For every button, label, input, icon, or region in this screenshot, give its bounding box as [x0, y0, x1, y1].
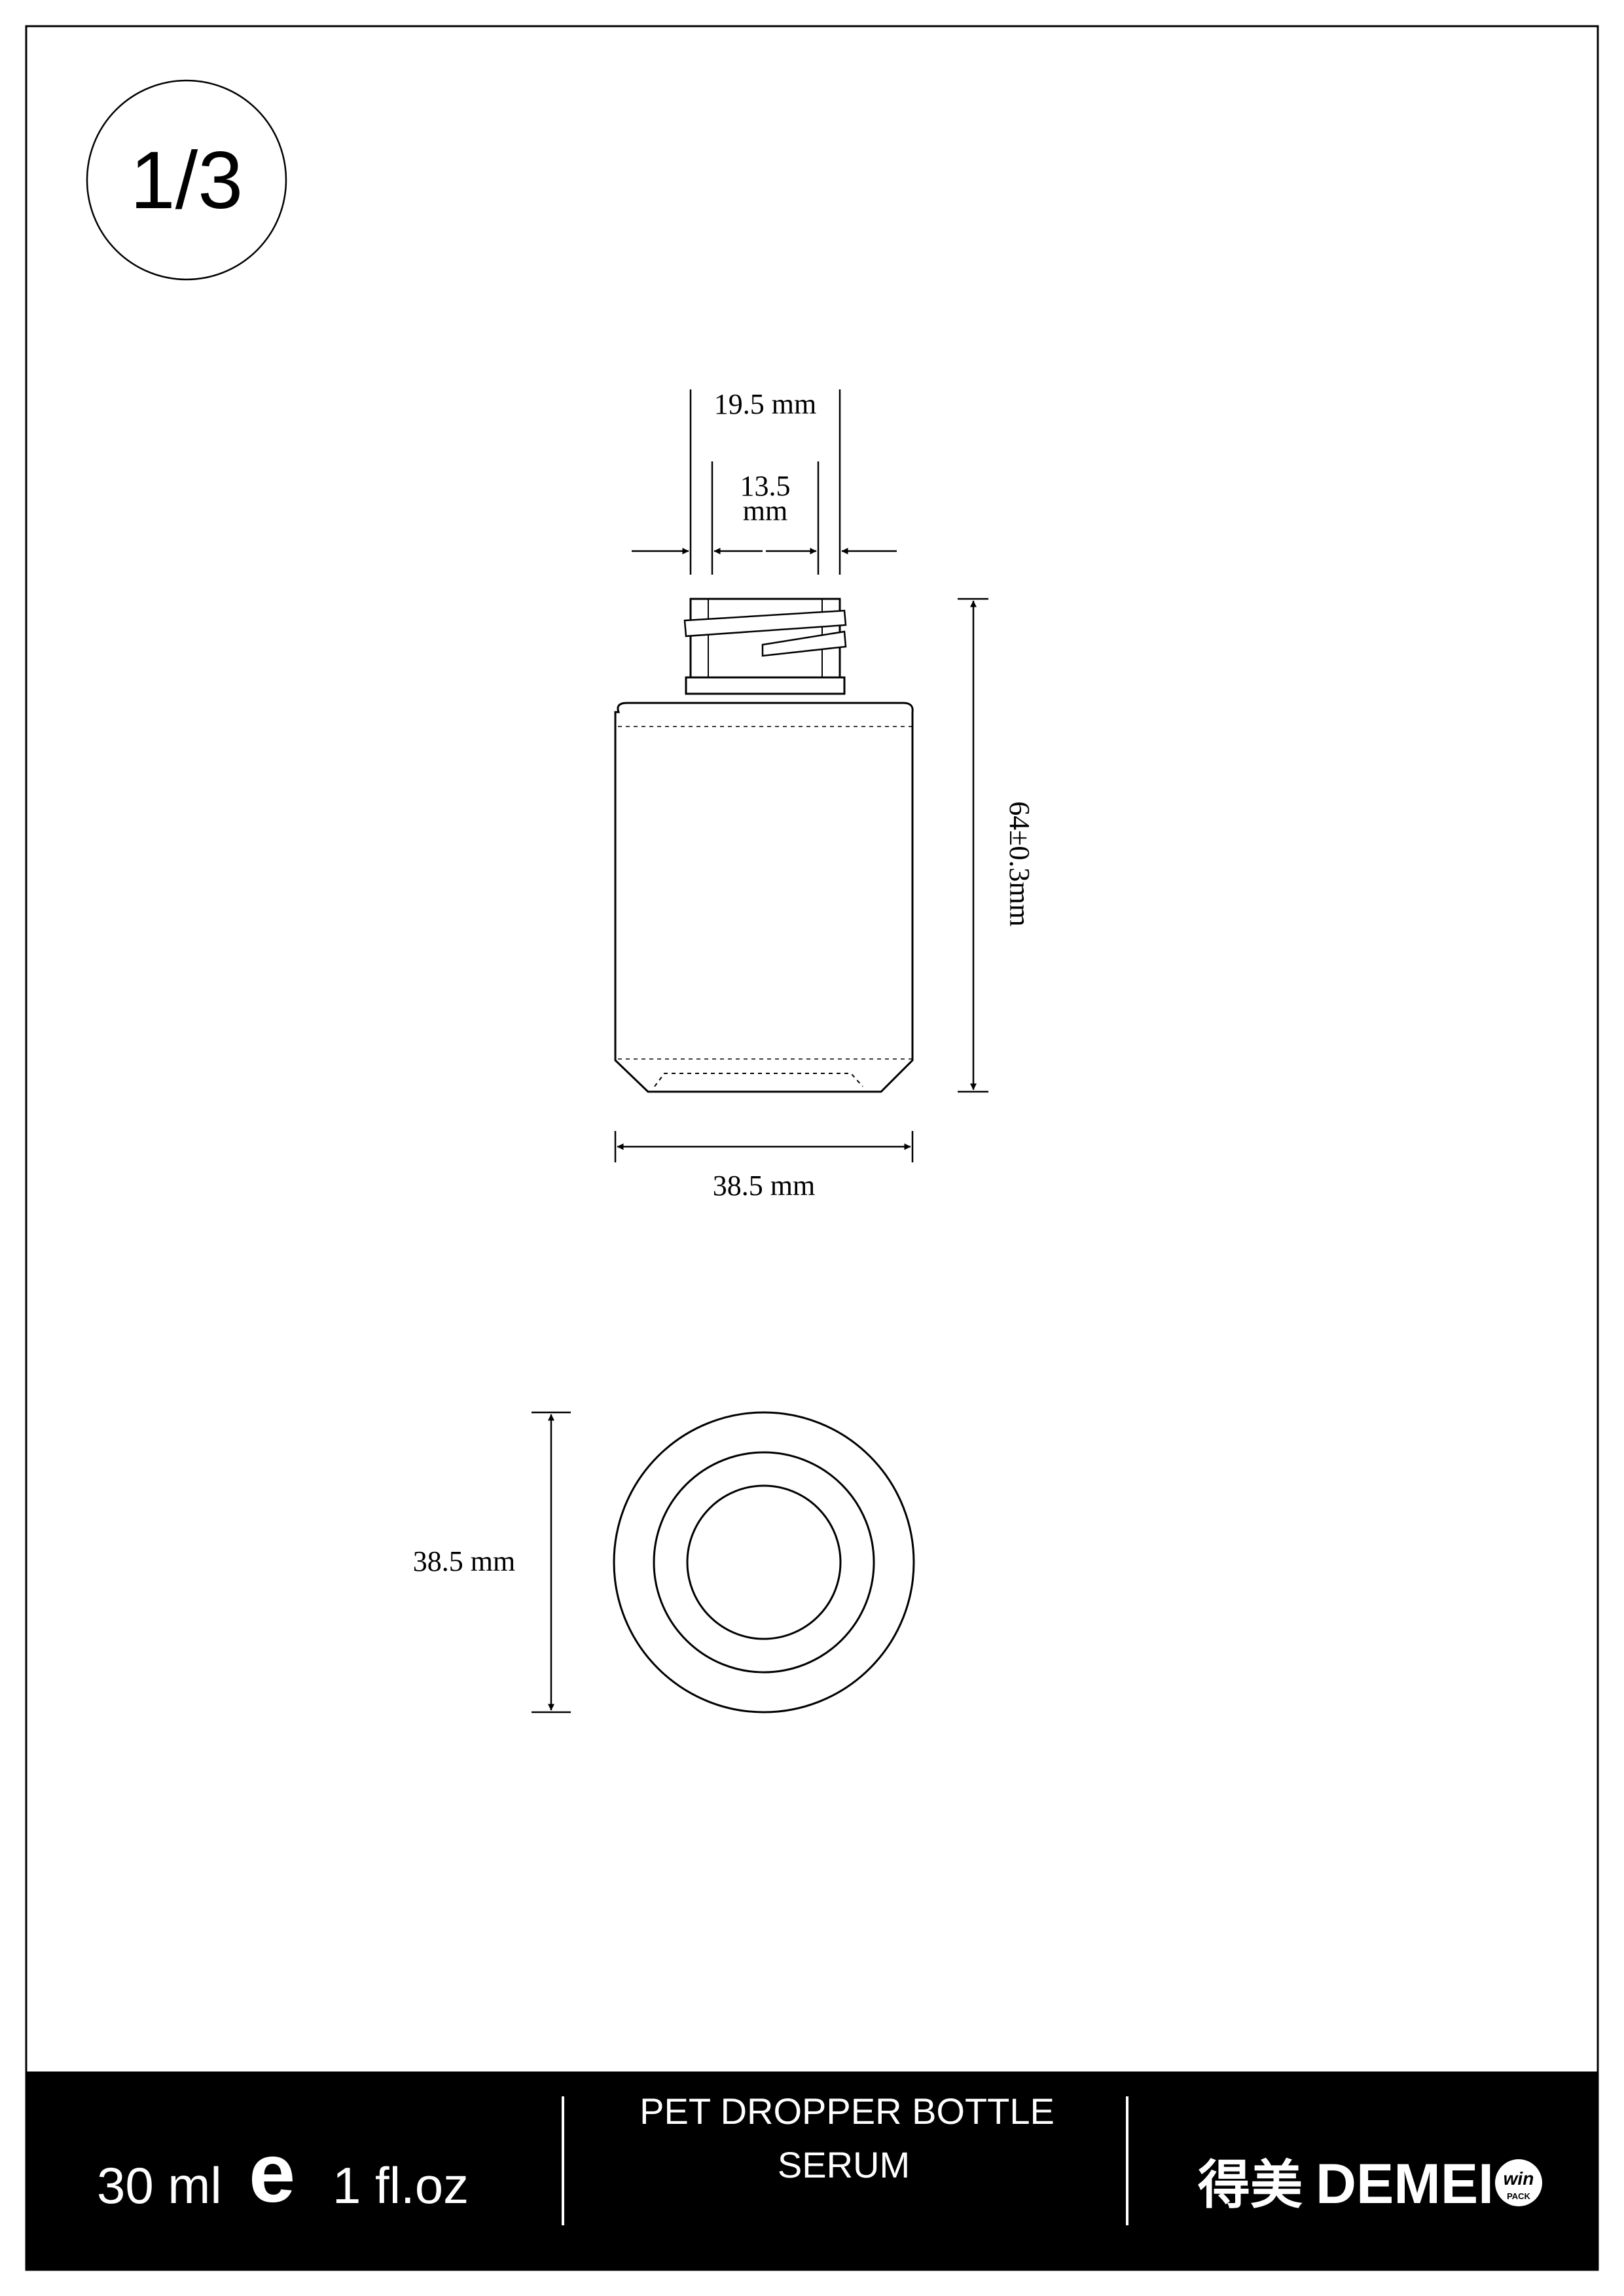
neck-thread [683, 609, 847, 637]
page-indicator-label: 1/3 [130, 135, 243, 226]
neck-inner-dimension-value: 13.5 [740, 470, 791, 502]
neck-outer-dimension: 19.5 mm [714, 388, 816, 420]
neck-inner-dimension-unit: mm [743, 495, 787, 527]
base-punt [654, 1073, 863, 1087]
neck-dimensions [632, 389, 897, 575]
winpack-badge-top: win [1504, 2168, 1534, 2189]
top-view-inner-circle [686, 1484, 842, 1640]
winpack-badge-icon: win PACK [1495, 2159, 1542, 2206]
winpack-badge-bottom: PACK [1507, 2191, 1530, 2201]
volume-floz: 1 fl.oz [333, 2157, 469, 2214]
bottle-side-view [614, 598, 914, 1093]
footer-background [26, 2072, 1598, 2270]
winpack-badge-circle [1495, 2159, 1542, 2206]
brand-latin-name: DEMEI [1316, 2153, 1494, 2215]
top-view-middle-circle [653, 1451, 875, 1674]
height-dimension: 64±0.3mm [1003, 801, 1036, 927]
top-view-outer-circle [613, 1411, 915, 1713]
estimated-sign: e [249, 2126, 295, 2220]
page-indicator: 1/3 [86, 79, 287, 281]
page-border [25, 25, 1599, 2271]
base-diameter-dimension: 38.5 mm [413, 1545, 515, 1577]
bottle-top-view [613, 1411, 915, 1713]
footer-bar: 30 ml e 1 fl.oz PET DROPPER BOTTLE SERUM… [26, 2072, 1598, 2270]
product-name-line-1: PET DROPPER BOTTLE [640, 2090, 1055, 2132]
volume-ml: 30 ml [97, 2157, 222, 2214]
base-diameter-dimension-line [532, 1411, 571, 1713]
page-indicator-circle [86, 79, 287, 281]
bottle-body [614, 702, 914, 1093]
neck-thread-2 [761, 630, 847, 657]
brand-chinese-name: 得美 [1198, 2156, 1303, 2214]
height-dimension-line [958, 598, 988, 1093]
neck-ring [685, 676, 846, 695]
product-name-line-2: SERUM [778, 2144, 910, 2185]
body-width-dimension-line [614, 1131, 914, 1162]
body-width-dimension: 38.5 mm [713, 1170, 815, 1202]
